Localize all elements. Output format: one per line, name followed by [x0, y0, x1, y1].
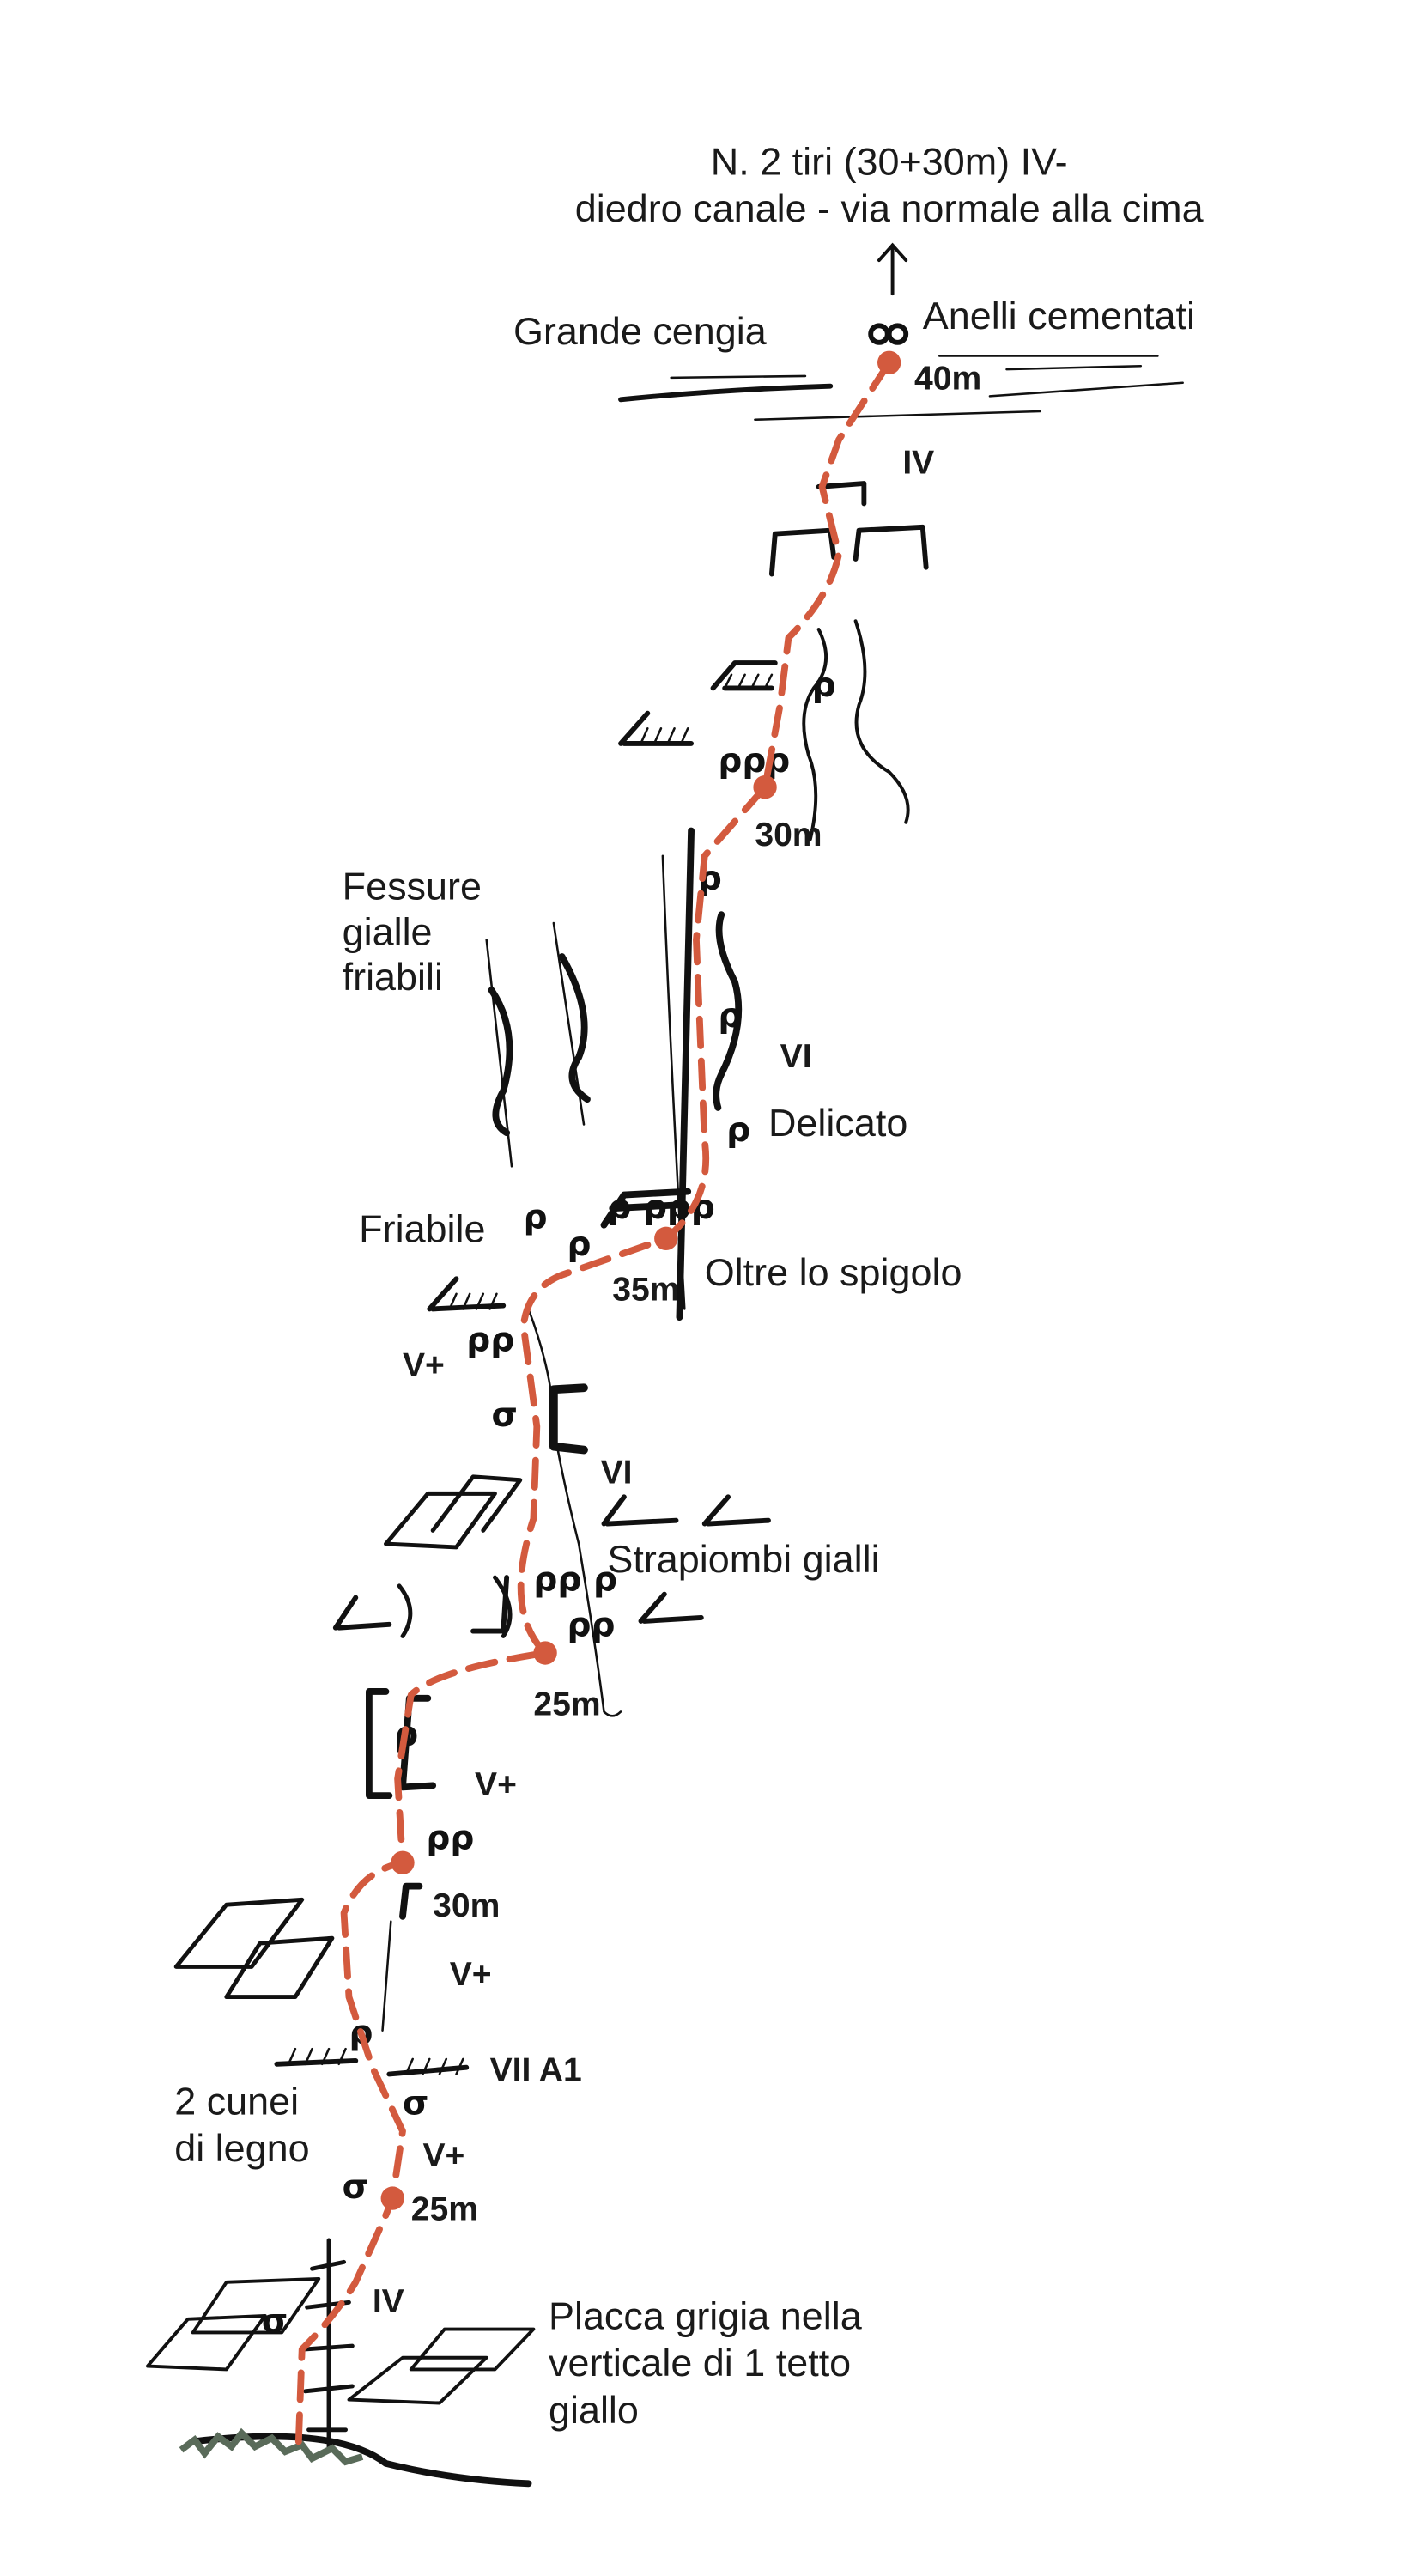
- note-anelli-cementati: Anelli cementati: [923, 294, 1195, 337]
- svg-text:ρ: ρ: [726, 1111, 750, 1150]
- svg-text:σ: σ: [343, 2168, 368, 2207]
- note-placca: verticale di 1 tetto: [549, 2341, 851, 2385]
- route-line: [294, 359, 893, 2445]
- grass: [179, 2427, 364, 2466]
- belay-length: 35m: [612, 1272, 679, 1309]
- belay-stations: [380, 350, 901, 2210]
- svg-text:ρρ: ρρ: [466, 1321, 514, 1359]
- note-strapiombi: Strapiombi gialli: [607, 1537, 879, 1581]
- arrow-up-icon: [877, 242, 908, 296]
- rings-icon: [868, 323, 909, 345]
- belay-length: 25m: [533, 1686, 600, 1722]
- grade: VII A1: [490, 2051, 582, 2088]
- grade: IV: [373, 2283, 404, 2320]
- header-line2: diedro canale - via normale alla cima: [575, 186, 1204, 230]
- header-line1: N. 2 tiri (30+30m) IV-: [711, 139, 1068, 183]
- grade: V+: [422, 2137, 464, 2174]
- grade: VI: [780, 1038, 812, 1075]
- svg-text:ρρ: ρρ: [426, 1820, 474, 1858]
- grade: V+: [450, 1956, 492, 1993]
- belay-length: 40m: [914, 361, 981, 398]
- note-fessure: gialle: [343, 909, 433, 953]
- belay-length: 30m: [755, 817, 822, 854]
- svg-text:ρ: ρ: [524, 1199, 548, 1237]
- grade: V+: [475, 1766, 517, 1803]
- grade: V+: [403, 1347, 445, 1384]
- svg-text:ρ: ρ: [812, 666, 836, 705]
- ledge-lines: [618, 355, 1184, 422]
- grade: VI: [601, 1455, 633, 1492]
- note-placca: giallo: [549, 2388, 639, 2432]
- svg-text:ρ: ρ: [718, 997, 742, 1036]
- note-oltre-lo-spigolo: Oltre lo spigolo: [705, 1250, 962, 1294]
- svg-text:ρρρ: ρρρ: [718, 742, 790, 781]
- note-fessure: Fessure: [343, 865, 482, 908]
- svg-text:ρρ ρ: ρρ ρ: [533, 1561, 617, 1600]
- note-friabile: Friabile: [359, 1206, 485, 1250]
- svg-text:ρ: ρ: [567, 1225, 591, 1264]
- note-cunei: 2 cunei: [174, 2079, 299, 2123]
- note-placca: Placca grigia nella: [549, 2294, 862, 2338]
- note-fessure: friabili: [343, 955, 443, 999]
- grade: IV: [902, 444, 934, 481]
- belay-length: 25m: [411, 2191, 478, 2228]
- svg-text:σ: σ: [403, 2084, 428, 2123]
- rock-features: [146, 481, 929, 2488]
- note-cunei: di legno: [174, 2126, 309, 2170]
- svg-text:ρρ: ρρ: [567, 1606, 615, 1644]
- note-delicato: Delicato: [768, 1101, 907, 1145]
- svg-text:σ: σ: [492, 1396, 518, 1435]
- belay-length: 30m: [433, 1887, 500, 1924]
- svg-text:σ: σ: [262, 2302, 288, 2341]
- note-grande-cengia: Grande cengia: [513, 309, 767, 353]
